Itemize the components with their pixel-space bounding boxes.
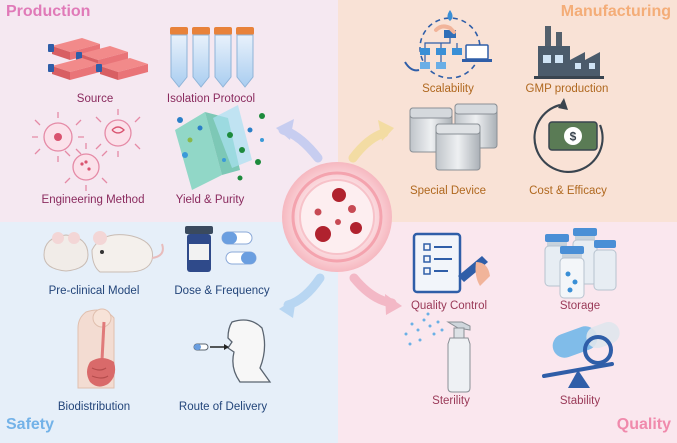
engineering-method-label: Engineering Method [41, 194, 145, 206]
arrow-to-manufacturing-icon [348, 120, 394, 163]
production-title: Production [6, 3, 91, 20]
scalability-label: Scalability [422, 83, 474, 95]
center-vesicle-icon [282, 162, 392, 272]
arrow-to-production-icon [276, 119, 323, 163]
safety-title: Safety [6, 416, 55, 433]
pill-bottle-icon [185, 226, 257, 272]
human-body-organs-icon [77, 308, 116, 389]
biodistribution-label: Biodistribution [57, 401, 131, 413]
cost-efficacy-label: Cost & Efficacy [529, 185, 607, 197]
spray-bottle-icon [404, 312, 471, 393]
quality-control-label: Quality Control [410, 300, 488, 312]
dose-frequency-label: Dose & Frequency [174, 285, 270, 297]
arrow-to-quality-icon [349, 273, 402, 315]
scalability-network-icon [404, 10, 492, 79]
cell-culture-flasks-icon [48, 38, 148, 80]
engineered-vesicles-icon [32, 109, 141, 191]
quality-title: Quality [616, 416, 671, 433]
checklist-clipboard-icon [412, 232, 490, 294]
manufacturing-title: Manufacturing [560, 3, 671, 20]
isolation-protocol-label: Isolation Protocol [166, 93, 256, 105]
manufacturing-quadrant [338, 0, 677, 222]
production-quadrant [0, 0, 338, 222]
quality-quadrant [338, 222, 677, 443]
stability-seesaw-icon [542, 321, 620, 388]
cost-cycle-icon: $ [533, 98, 604, 173]
storage-vials-icon [544, 228, 617, 299]
stability-label: Stability [559, 395, 601, 407]
sterility-label: Sterility [432, 395, 470, 407]
storage-label: Storage [559, 300, 601, 312]
yield-purity-label: Yield & Purity [175, 194, 245, 206]
source-label: Source [76, 93, 114, 105]
special-device-icon [409, 103, 498, 171]
gmp-production-label: GMP production [525, 83, 609, 95]
mouse-model-icon [43, 231, 164, 273]
route-of-delivery-label: Route of Delivery [178, 401, 268, 413]
pre-clinical-model-label: Pre-clinical Model [48, 285, 140, 297]
dollar-sign: $ [570, 130, 577, 144]
special-device-label: Special Device [409, 185, 487, 197]
gmp-factory-icon [534, 26, 604, 79]
arrow-to-safety-icon [279, 273, 325, 318]
centrifuge-tubes-icon [170, 27, 254, 88]
filtration-membrane-icon [175, 105, 265, 190]
nasal-delivery-icon [193, 319, 272, 383]
